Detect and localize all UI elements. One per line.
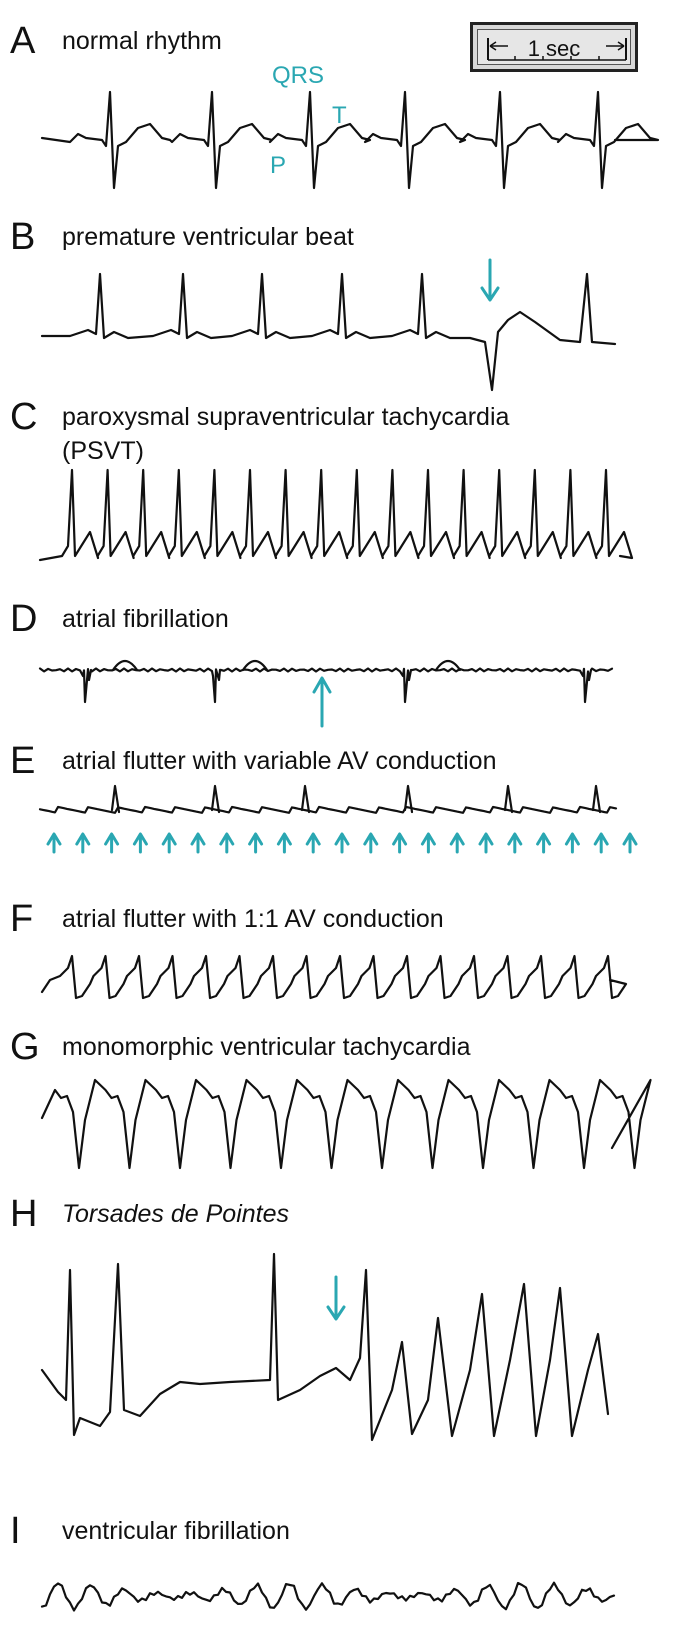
- flutter-arrow-16: [507, 832, 523, 854]
- ecg-trace-psvt: [38, 468, 634, 562]
- flutter-arrow-4: [161, 832, 177, 854]
- flutter-arrow-2: [104, 832, 120, 854]
- ecg-trace-monomorphic-vt: [40, 1078, 652, 1170]
- panel-c-title-abbrev: (PSVT): [62, 437, 144, 465]
- panel-b-letter: B: [10, 216, 36, 258]
- ecg-trace-ventricular-fibrillation: [40, 1581, 616, 1612]
- torsades-onset-arrow-icon: [326, 1275, 346, 1321]
- panel-d-title: atrial fibrillation: [62, 605, 229, 633]
- time-scale-label: 1 sec: [527, 36, 581, 61]
- panel-i-letter: I: [10, 1510, 21, 1552]
- afib-arrow-shape: [312, 676, 332, 728]
- ecg-t-bump-0: [111, 659, 139, 672]
- flutter-arrow-6: [219, 832, 235, 854]
- ecg-trace-atrial-fibrillation: [38, 659, 614, 704]
- flutter-arrow-17: [536, 832, 552, 854]
- panel-f-title: atrial flutter with 1:1 AV conduction: [62, 905, 444, 933]
- ecg-line-pvc: [40, 272, 617, 392]
- ecg-t-bump-1: [241, 659, 269, 672]
- panel-g-letter: G: [10, 1026, 40, 1068]
- torsades-arrow-shape: [326, 1275, 346, 1321]
- pvc-arrow-icon: [480, 258, 500, 302]
- ecg-qrs-spike-5: [591, 784, 602, 814]
- panel-f-letter: F: [10, 898, 34, 940]
- panel-h-letter: H: [10, 1193, 38, 1235]
- panel-i-title: ventricular fibrillation: [62, 1517, 290, 1545]
- flutter-arrow-5: [190, 832, 206, 854]
- ecg-trace-premature-ventricular-beat: [40, 272, 617, 392]
- flutter-arrow-13: [420, 832, 436, 854]
- panel-c-letter: C: [10, 396, 38, 438]
- ecg-qrs-spike-0: [110, 784, 121, 814]
- flutter-arrow-18: [564, 832, 580, 854]
- panel-h-title: Torsades de Pointes: [62, 1200, 290, 1228]
- panel-a-letter: A: [10, 20, 36, 62]
- ecg-line-afib: [38, 667, 614, 704]
- time-scale-inner: 1 sec: [477, 29, 631, 65]
- flutter-arrow-19: [593, 832, 609, 854]
- flutter-arrow-14: [449, 832, 465, 854]
- flutter-arrow-0: [46, 832, 62, 854]
- flutter-arrow-1: [75, 832, 91, 854]
- p-wave-annotation: P: [270, 152, 287, 179]
- ecg-qrs-spike-2: [300, 784, 311, 814]
- panel-a-title: normal rhythm: [62, 27, 222, 55]
- flutter-arrow-7: [248, 832, 264, 854]
- panel-e-letter: E: [10, 740, 36, 782]
- panel-b-title: premature ventricular beat: [62, 223, 354, 251]
- flutter-arrow-8: [276, 832, 292, 854]
- panel-g-title: monomorphic ventricular tachycardia: [62, 1033, 471, 1061]
- ecg-line-vt: [40, 1078, 652, 1170]
- fibrillation-arrow-icon: [312, 676, 332, 728]
- flutter-wave-arrows-icon: [46, 832, 638, 854]
- flutter-arrow-12: [392, 832, 408, 854]
- ecg-trace-normal-rhythm: [40, 90, 660, 190]
- qrs-annotation: QRS: [272, 62, 325, 89]
- ecg-qrs-spike-3: [403, 784, 414, 814]
- flutter-arrow-3: [132, 832, 148, 854]
- ecg-line-torsades: [40, 1252, 610, 1442]
- flutter-arrow-10: [334, 832, 350, 854]
- flutter-arrow-15: [478, 832, 494, 854]
- panel-d-letter: D: [10, 598, 38, 640]
- ecg-qrs-spike-1: [210, 784, 221, 814]
- ecg-line-flutter: [38, 805, 618, 814]
- ecg-line-psvt: [38, 468, 634, 562]
- ecg-line-vf: [40, 1581, 616, 1612]
- flutter-arrow-11: [363, 832, 379, 854]
- pvc-arrow-shape: [480, 258, 500, 302]
- ecg-line-normal: [40, 90, 660, 190]
- ecg-t-bump-2: [434, 659, 462, 672]
- time-scale-ruler: [487, 38, 627, 61]
- panel-c-title: paroxysmal supraventricular tachycardia: [62, 403, 510, 431]
- flutter-arrow-9: [305, 832, 321, 854]
- t-wave-annotation: T: [332, 102, 347, 129]
- ecg-line-flutter-1to1: [40, 954, 628, 1000]
- flutter-arrow-20: [622, 832, 638, 854]
- ecg-trace-torsades-de-pointes: [40, 1252, 610, 1442]
- panel-e-title: atrial flutter with variable AV conducti…: [62, 747, 497, 775]
- time-scale-box: 1 sec: [470, 22, 638, 72]
- ecg-trace-atrial-flutter-1to1: [40, 954, 628, 1000]
- ecg-trace-atrial-flutter-variable: [38, 784, 618, 814]
- ecg-qrs-spike-4: [503, 784, 514, 814]
